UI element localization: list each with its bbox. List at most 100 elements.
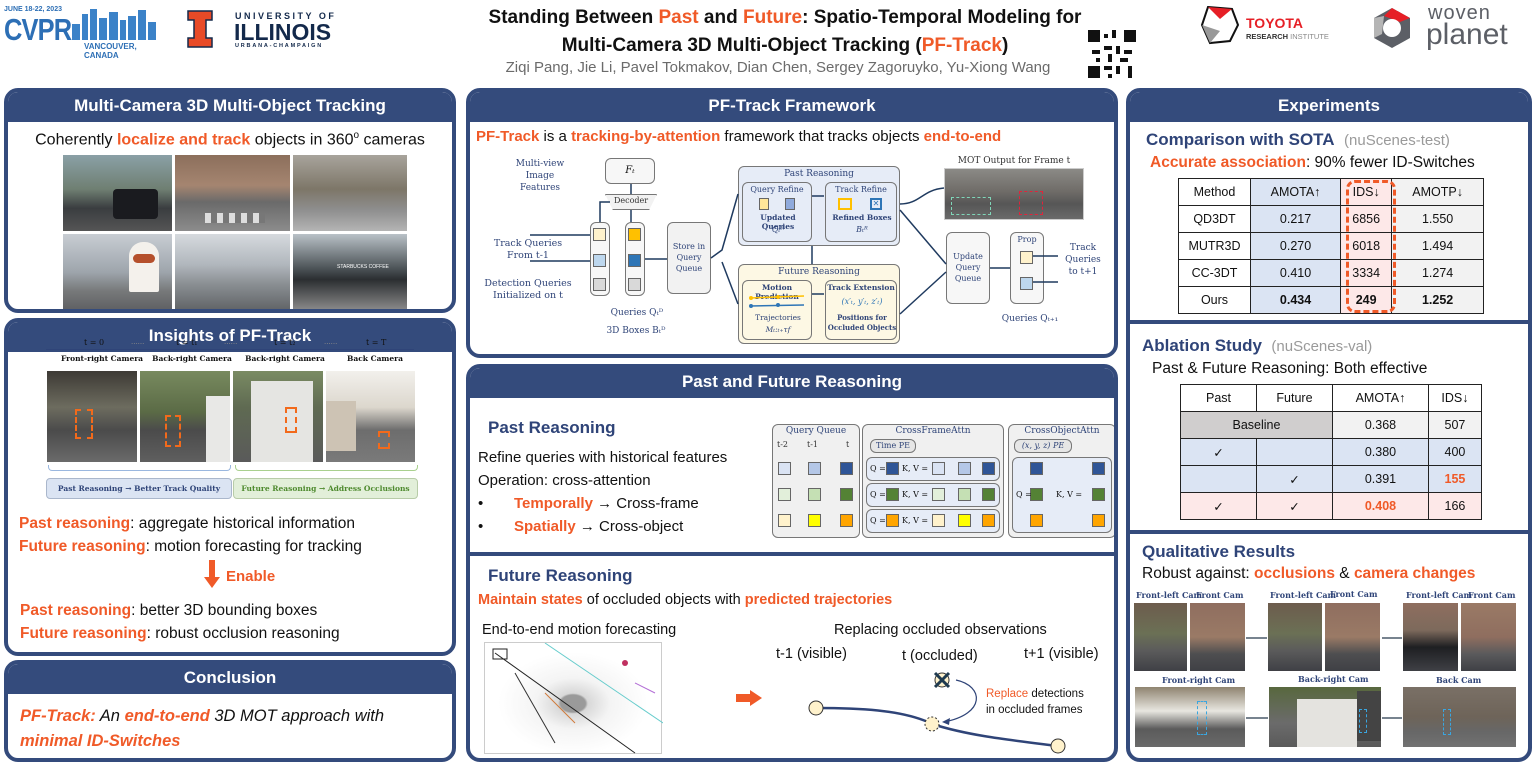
store-label: Store in Query Queue bbox=[672, 242, 706, 273]
cvpr-name: CVPR bbox=[4, 12, 72, 47]
track-refine-box: Track Refine ✕ Refined Boxes Bₜᴿ bbox=[825, 182, 897, 242]
camera-image bbox=[1267, 602, 1323, 672]
camera-image bbox=[232, 370, 324, 463]
query-square bbox=[778, 514, 791, 527]
camera-image bbox=[1402, 686, 1517, 748]
panel-title: Experiments bbox=[1130, 92, 1528, 122]
divider bbox=[1130, 530, 1528, 534]
ellipsis: ...... bbox=[224, 338, 238, 346]
toyota-line2: RESEARCH INSTITUTE bbox=[1246, 32, 1329, 41]
panel-framework: PF-Track Framework PF-Track is a trackin… bbox=[466, 88, 1118, 358]
down-arrow-icon bbox=[204, 560, 220, 588]
camera-image bbox=[1133, 602, 1188, 672]
woven-line1: woven bbox=[1428, 2, 1491, 24]
starbucks-sign: STARBUCKS COFFEE bbox=[337, 264, 389, 270]
woven-mark-icon bbox=[1374, 8, 1410, 48]
query-refine-box: Query Refine Updated Queries Qₜᴿ bbox=[742, 182, 812, 242]
query-square bbox=[1030, 488, 1043, 501]
future-brace bbox=[235, 465, 418, 471]
t-minus-label: t-1 (visible) bbox=[776, 646, 847, 662]
table-header-row: Method AMOTA↑ IDS↓ AMOTP↓ bbox=[1178, 178, 1484, 206]
camera-image bbox=[46, 370, 138, 463]
bullet-spatial: •Spatially → Cross-object bbox=[478, 518, 684, 535]
future-reasoning-box: Future Reasoning → Address Occlusions bbox=[233, 478, 418, 499]
attention-diagram: Query Queue t-2 t-1 t CrossFrameAttn Tim… bbox=[772, 424, 1114, 542]
framework-arrows bbox=[530, 184, 1058, 315]
query-square bbox=[982, 462, 995, 475]
camera-grid: STARBUCKS COFFEE bbox=[62, 154, 408, 309]
refined-boxes-label: Refined Boxes bbox=[832, 213, 892, 222]
ft-label: Fₜ bbox=[625, 165, 635, 176]
mot-output-image bbox=[944, 168, 1084, 220]
camera-label: Back-right Camera bbox=[245, 354, 325, 363]
uiuc-line3: URBANA-CHAMPAIGN bbox=[235, 43, 323, 49]
update-queue-box: Update Query Queue bbox=[946, 232, 990, 304]
q-label: Q = bbox=[870, 490, 886, 499]
query-square bbox=[1092, 514, 1105, 527]
track-queries-next-label: Track Queries to t+1 bbox=[1065, 243, 1101, 277]
past-line: Refine queries with historical features bbox=[478, 449, 728, 466]
query-square bbox=[958, 462, 971, 475]
time-label: t = T bbox=[366, 338, 387, 347]
panel-experiments: Experiments Comparison with SOTA (nuScen… bbox=[1126, 88, 1532, 762]
header-cell: Future bbox=[1256, 384, 1333, 412]
camera-image bbox=[1134, 686, 1246, 748]
panel-title: Past and Future Reasoning bbox=[470, 368, 1114, 398]
qualitative-note: Robust against: occlusions & camera chan… bbox=[1142, 565, 1476, 582]
query-square bbox=[958, 514, 971, 527]
insight-lines-2: Past reasoning: better 3D bounding boxes… bbox=[20, 599, 340, 645]
woven-planet-logo: woven planet bbox=[1370, 2, 1536, 52]
qr-code-icon[interactable] bbox=[1088, 30, 1136, 78]
prop-query-blue bbox=[1020, 277, 1033, 290]
track-queries-label: Track Queries From t-1 bbox=[493, 238, 563, 261]
detection-query bbox=[593, 278, 606, 291]
sota-heading: Comparison with SOTA (nuScenes-test) bbox=[1146, 130, 1450, 149]
query-square bbox=[808, 514, 821, 527]
camera-image bbox=[1268, 686, 1382, 748]
query-square bbox=[886, 488, 899, 501]
query-square bbox=[840, 462, 853, 475]
header-cell: AMOTA↑ bbox=[1249, 178, 1342, 206]
query-square bbox=[932, 462, 945, 475]
query-queue-label: Query Queue bbox=[785, 426, 847, 436]
past-reasoning-box: Past Reasoning → Better Track Quality bbox=[46, 478, 232, 499]
query-orange bbox=[628, 228, 641, 241]
bullet-temporal: •Temporally → Cross-frame bbox=[478, 495, 699, 512]
trajectories-label: Trajectories bbox=[755, 313, 801, 322]
ft-box: Fₜ bbox=[605, 158, 655, 184]
xyz-pe-box: (x, y, z) PE bbox=[1014, 439, 1072, 453]
camera-image bbox=[1324, 602, 1381, 672]
e2e-label: End-to-end motion forecasting bbox=[482, 622, 677, 638]
store-queue-box: Store in Query Queue bbox=[667, 222, 711, 294]
future-summary: Maintain states of occluded objects with… bbox=[478, 592, 893, 608]
panel-title: Multi-Camera 3D Multi-Object Tracking bbox=[8, 92, 452, 122]
prop-query-yellow bbox=[1020, 251, 1033, 264]
enable-label: Enable bbox=[226, 568, 276, 585]
cvpr-logo: JUNE 18-22, 2023 CVPR VANCOUVER, CANADA bbox=[4, 6, 164, 60]
query-square bbox=[932, 514, 945, 527]
track-query-yellow bbox=[593, 228, 606, 241]
toyota-logo: TOYOTA RESEARCH INSTITUTE bbox=[1200, 5, 1340, 45]
illinois-i-icon bbox=[187, 10, 213, 48]
refined-box-yellow bbox=[838, 198, 852, 210]
removed-query-icon bbox=[785, 198, 795, 210]
camera-label: Front-left Cam bbox=[1270, 590, 1336, 600]
time-label: t = t₁ bbox=[176, 338, 198, 347]
qualitative-title: Qualitative Results bbox=[1142, 542, 1296, 561]
queries-qd-label: Queries Qₜᴰ bbox=[610, 308, 664, 318]
m-label: Mₜ:ₜ₊τf bbox=[765, 325, 791, 334]
xyz-pe-label: (x, y, z) PE bbox=[1021, 441, 1065, 450]
time-pe-label: Time PE bbox=[876, 441, 910, 450]
divider bbox=[1130, 320, 1528, 324]
query-square bbox=[778, 462, 791, 475]
qualitative-images: Front-left Cam Front Cam Front-left Cam … bbox=[1130, 588, 1528, 758]
divider bbox=[470, 552, 1114, 556]
mot-output-label: MOT Output for Frame t bbox=[957, 156, 1071, 166]
insight-line: Future reasoning: motion forecasting for… bbox=[19, 538, 362, 555]
time-pe-box: Time PE bbox=[870, 439, 916, 453]
kv-label: K, V = bbox=[902, 516, 929, 525]
trajectory-replace-diagram bbox=[808, 671, 1066, 754]
